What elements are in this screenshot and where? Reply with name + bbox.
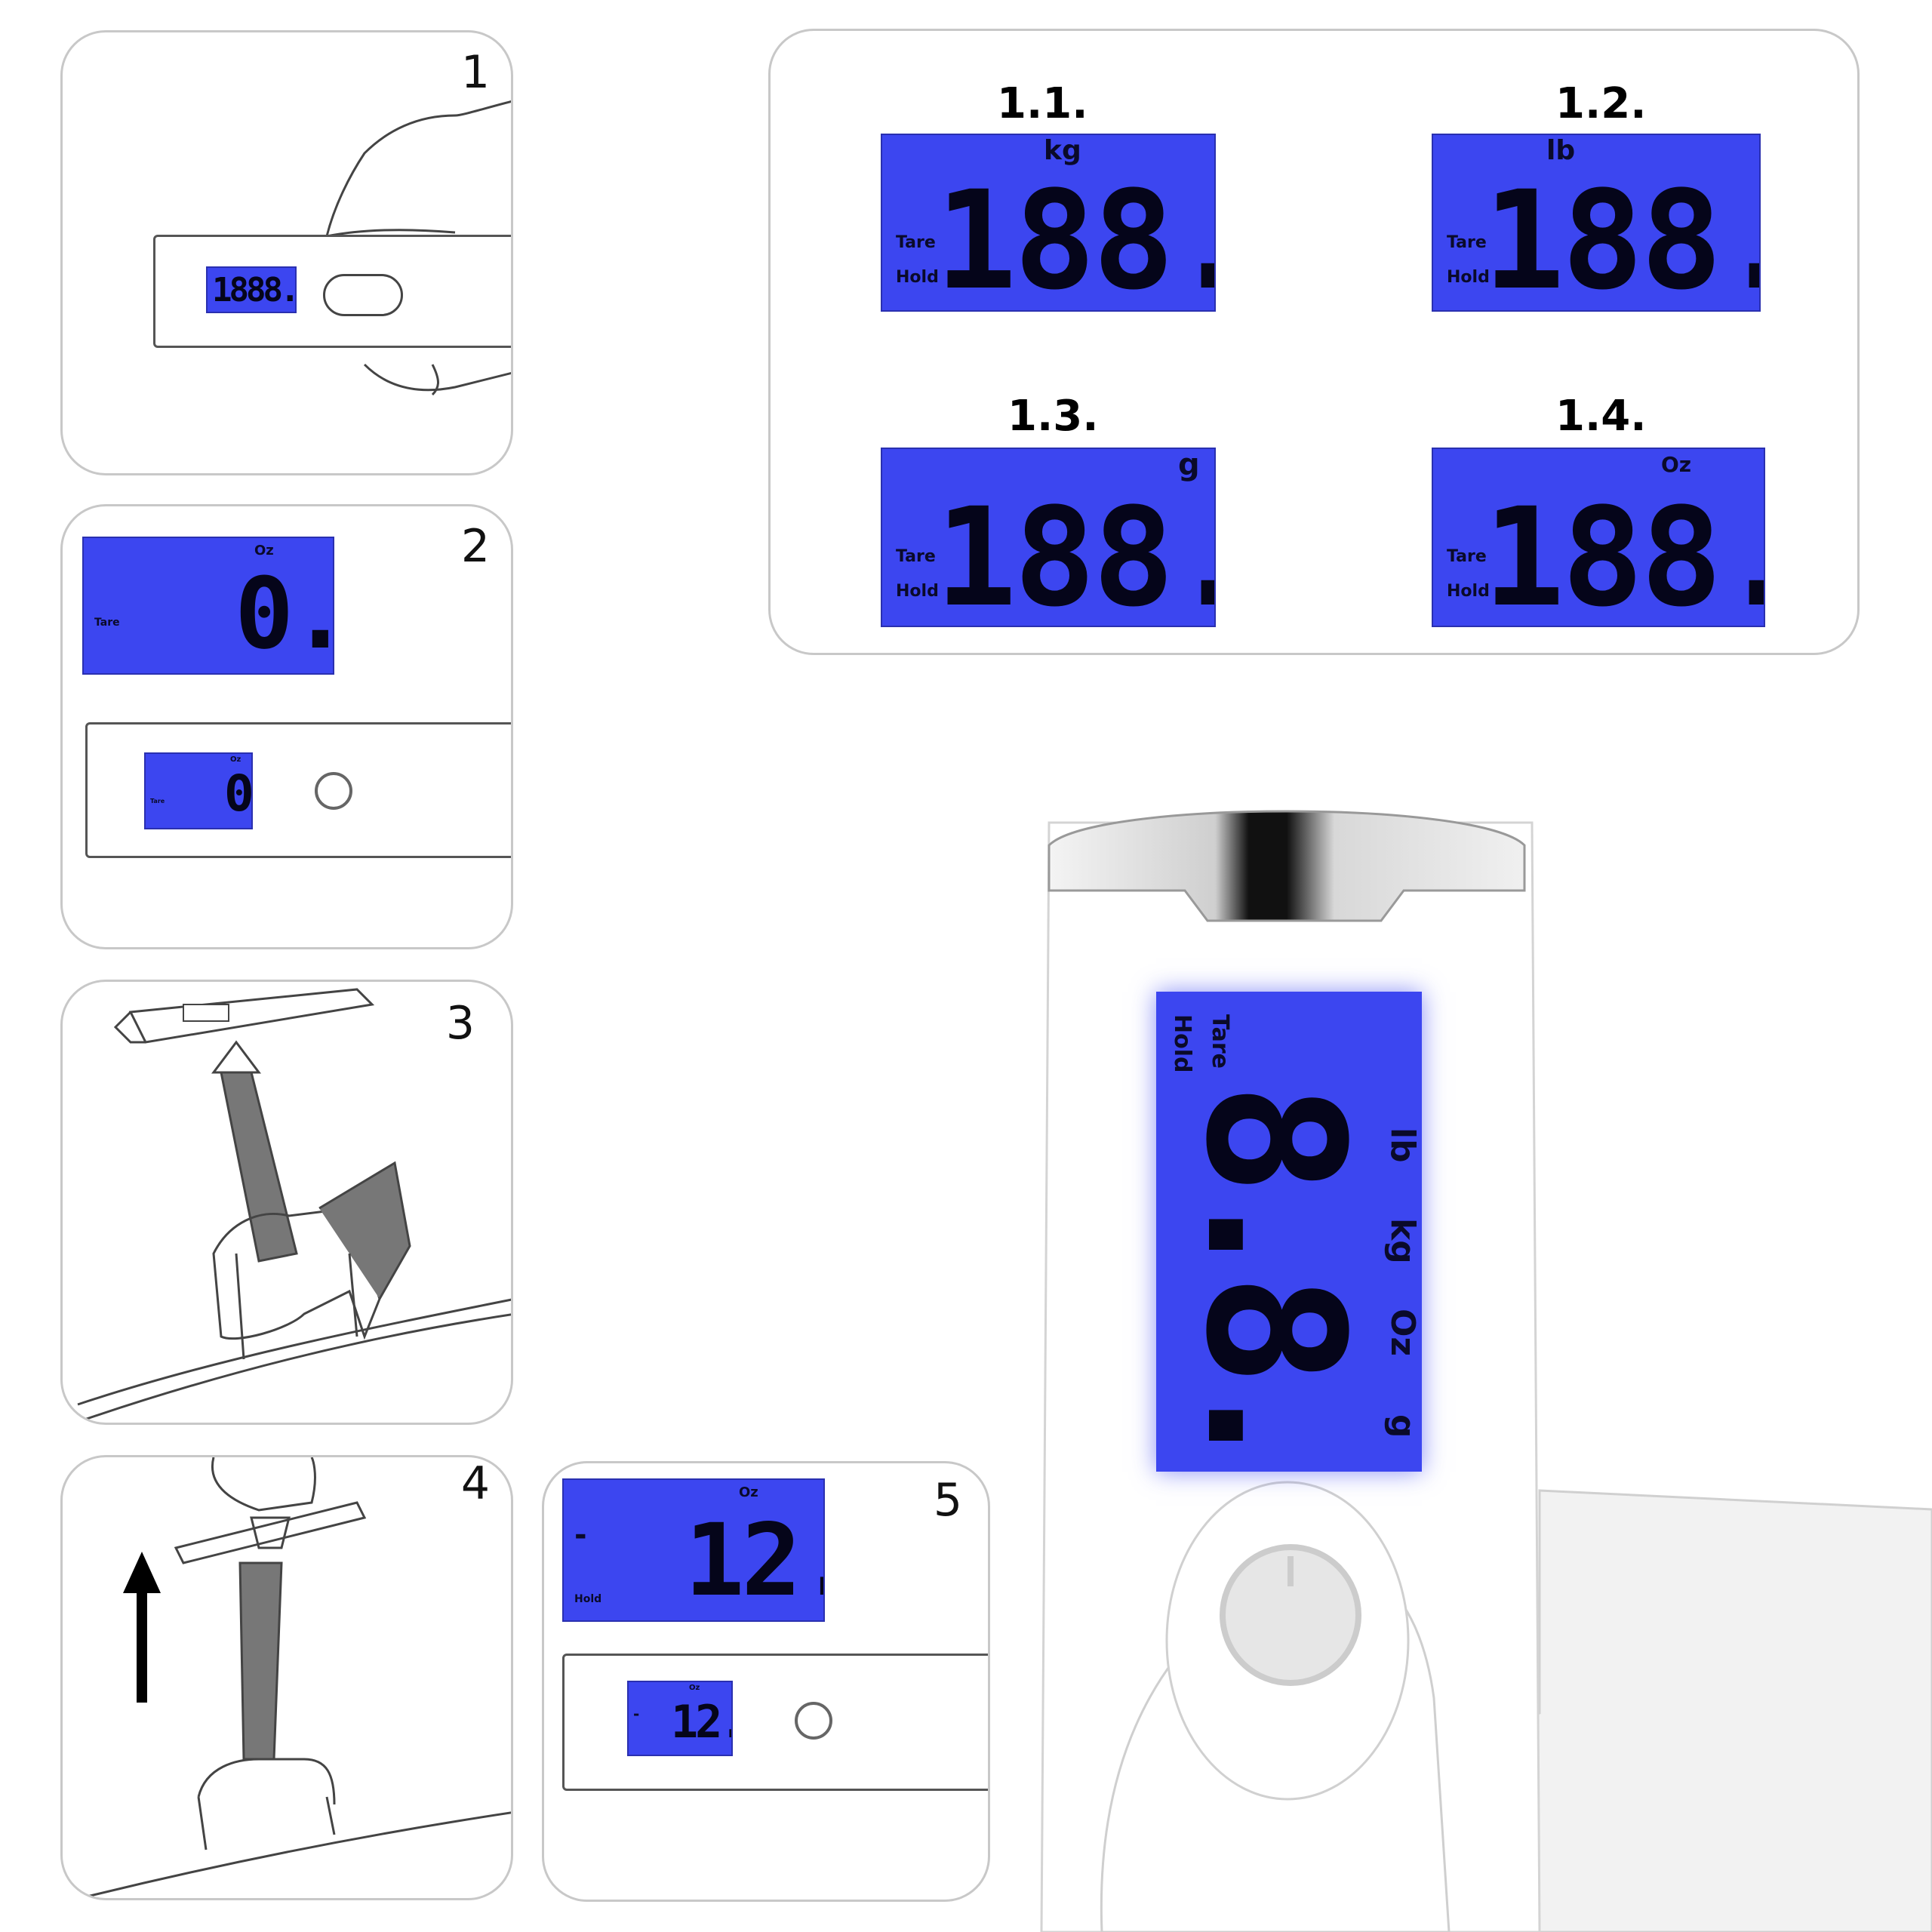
lcd-minus: -: [633, 1705, 640, 1723]
lcd-unit-kg: kg: [1383, 1218, 1422, 1264]
step-4-panel: 4: [60, 1455, 513, 1900]
main-lcd-rotated-content: Hold Tare 8.8.8.8 lb kg Oz g: [1156, 992, 1422, 1472]
step-1-lcd: 1888.8: [206, 266, 297, 313]
step-2-number: 2: [460, 520, 490, 573]
lcd-tare: Tare: [150, 798, 165, 804]
lcd-unit: lb: [1546, 135, 1576, 166]
lcd-unit-oz: Oz: [1383, 1309, 1422, 1357]
lcd-digits: 1888.8: [212, 271, 297, 309]
power-button-icon[interactable]: [795, 1702, 832, 1740]
lcd-unit: Oz: [689, 1684, 700, 1692]
lcd-unit: Oz: [254, 543, 274, 558]
lcd-tare: Tare: [94, 617, 120, 629]
lcd-tare: Tare: [1447, 547, 1487, 566]
lcd-unit: g: [1178, 448, 1200, 482]
lifting-luggage-illustration: [75, 1457, 511, 1898]
step-3-panel: 3: [60, 980, 513, 1425]
lcd-tare: Tare: [1207, 1014, 1233, 1069]
lcd-digits: 0.0: [224, 764, 251, 823]
lcd-digits: 12.8: [685, 1503, 823, 1619]
step-5-lcd-large: Oz - Hold 12.8: [562, 1478, 825, 1622]
lcd-unit: kg: [1044, 135, 1081, 166]
mode-lcd-oz: Oz Tare Hold 188.8.8: [1432, 448, 1765, 627]
mode-lcd-lb: lb Tare Hold 188.8.8: [1432, 134, 1761, 312]
step-5-panel: 5 Oz - Hold 12.8 Oz - 12.8: [542, 1461, 990, 1902]
mode-label-1-3: 1.3.: [1008, 392, 1099, 441]
step-1-panel: 1 1888.8: [60, 30, 513, 475]
lcd-hold: Hold: [1447, 268, 1490, 287]
mode-lcd-g: g Tare Hold 188.8.8: [881, 448, 1216, 627]
mode-label-1-1: 1.1.: [997, 79, 1088, 128]
step-2-lcd-small: Oz Tare 0.0: [144, 752, 253, 829]
step-3-number: 3: [445, 997, 475, 1050]
lcd-unit-lb: lb: [1383, 1128, 1422, 1163]
lcd-minus: -: [574, 1518, 587, 1552]
step-2-panel: 2 Oz Tare 0.0 Oz Tare 0.0: [60, 504, 513, 949]
mode-lcd-kg: kg Tare Hold 188.8.8: [881, 134, 1216, 312]
lcd-digits: 8.8.8.8: [1164, 1082, 1384, 1472]
lcd-tare: Tare: [896, 547, 936, 566]
step-4-number: 4: [460, 1457, 490, 1510]
main-device-lcd: Hold Tare 8.8.8.8 lb kg Oz g: [1156, 992, 1422, 1472]
lcd-digits: 0.0: [235, 556, 333, 671]
lcd-unit: Oz: [230, 755, 242, 764]
lcd-unit-g: g: [1383, 1414, 1422, 1438]
step-5-number: 5: [933, 1474, 962, 1527]
lcd-digits: 188.8.8: [935, 479, 1214, 627]
lcd-hold: Hold: [1169, 1014, 1195, 1073]
unit-modes-panel: 1.1. kg Tare Hold 188.8.8 1.2. lb Tare H…: [768, 29, 1860, 655]
lcd-tare: Tare: [896, 233, 936, 252]
lcd-hold: Hold: [896, 582, 939, 601]
lcd-hold: Hold: [896, 268, 939, 287]
lcd-digits: 188.8.8: [1483, 162, 1759, 312]
lcd-hold: Hold: [1447, 582, 1490, 601]
step-2-lcd-large: Oz Tare 0.0: [82, 537, 334, 675]
lcd-tare: Tare: [1447, 233, 1487, 252]
lcd-unit: Oz: [739, 1484, 758, 1500]
power-button[interactable]: [323, 274, 403, 316]
scale-hooked-to-luggage-illustration: [72, 988, 511, 1423]
lcd-unit: Oz: [1661, 452, 1692, 477]
mode-label-1-4: 1.4.: [1555, 392, 1647, 441]
power-button-icon[interactable]: [315, 772, 352, 810]
step-1-number: 1: [460, 46, 490, 99]
hand-pressing-button-illustration: [325, 100, 511, 396]
lcd-digits: 188.8.8: [1483, 479, 1764, 627]
lcd-digits: 188.8.8: [935, 162, 1214, 312]
mode-label-1-2: 1.2.: [1555, 79, 1647, 128]
lcd-hold: Hold: [574, 1593, 602, 1605]
step-5-lcd-small: Oz - 12.8: [627, 1681, 733, 1756]
lcd-digits: 12.8: [671, 1696, 731, 1749]
